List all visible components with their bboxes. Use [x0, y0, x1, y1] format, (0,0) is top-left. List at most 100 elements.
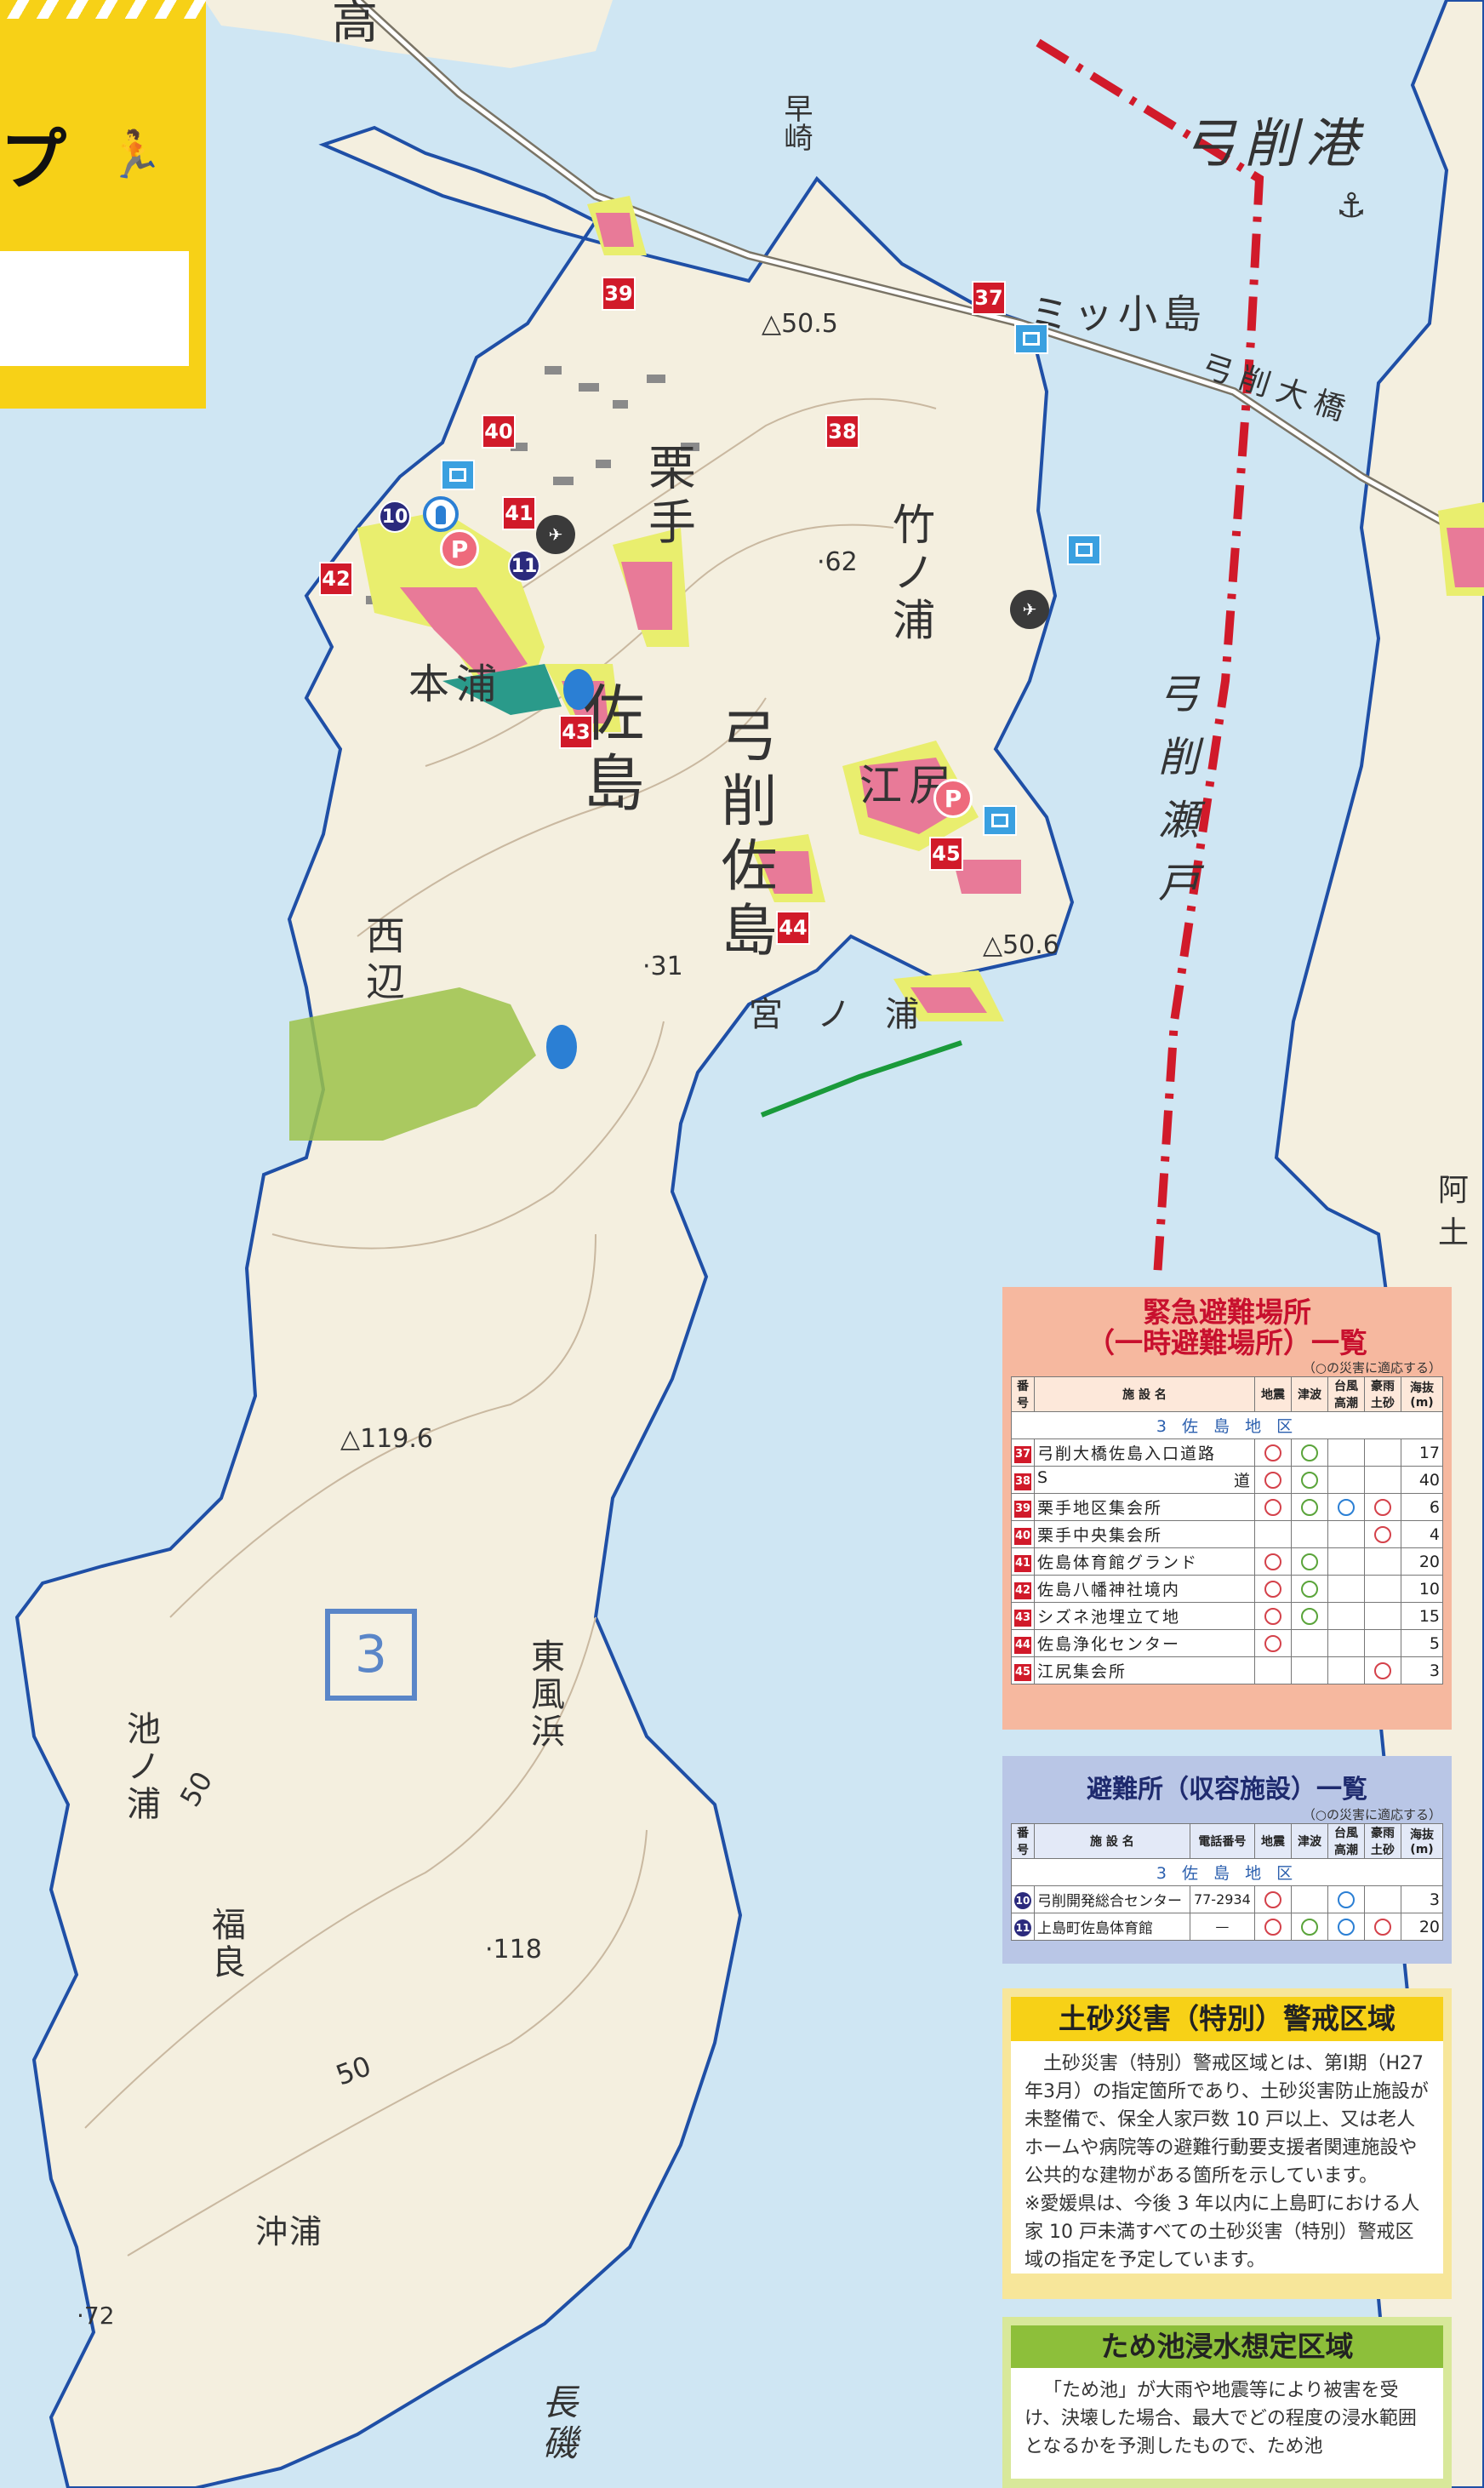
quake-cell	[1254, 1438, 1292, 1467]
phone-cell: 77-2934	[1189, 1885, 1256, 1913]
emergency-marker-41[interactable]: 41	[502, 496, 536, 530]
emergency-number-badge: 43	[1014, 1609, 1031, 1627]
emergency-list-title-line1: 緊急避難場所	[1143, 1295, 1311, 1329]
circle-mark-icon	[1301, 1608, 1318, 1625]
col-quake: 地震	[1254, 1376, 1292, 1412]
label-ikenoura: 池ノ浦	[121, 1711, 160, 1823]
circle-mark-icon	[1374, 1662, 1391, 1679]
facility-name: シズネ池埋立て地	[1034, 1602, 1255, 1630]
rain-cell	[1364, 1520, 1401, 1548]
altitude-cell: 6	[1401, 1493, 1443, 1521]
circle-mark-icon	[1301, 1499, 1318, 1516]
quake-cell	[1254, 1602, 1292, 1630]
row-number: 44	[1011, 1629, 1035, 1657]
altitude-cell: 5	[1401, 1629, 1443, 1657]
landslide-body: 土砂災害（特別）警戒区域とは、第Ⅰ期（H27 年3月）の指定箇所であり、土砂災害…	[1025, 2053, 1429, 2187]
parking-icon: P	[440, 529, 479, 569]
facility-name: 佐島浄化センター	[1034, 1629, 1255, 1657]
label-do: 土	[1438, 1215, 1469, 1250]
typhoon-cell	[1327, 1913, 1365, 1941]
label-higashifuuhama: 東風浜	[525, 1639, 564, 1751]
emergency-number-badge: 45	[1014, 1663, 1031, 1681]
elev-72: ·72	[77, 2302, 115, 2330]
circle-mark-icon	[1264, 1499, 1281, 1516]
tsunami-cell	[1291, 1602, 1328, 1630]
header-title-fragment: プ	[0, 123, 67, 199]
typhoon-cell	[1327, 1575, 1365, 1603]
quake-cell	[1254, 1466, 1292, 1494]
circle-mark-icon	[1264, 1472, 1281, 1489]
row-number: 41	[1011, 1547, 1035, 1576]
circle-mark-icon	[1264, 1608, 1281, 1625]
row-number: 40	[1011, 1520, 1035, 1548]
emergency-number-badge: 37	[1014, 1445, 1031, 1463]
emergency-number-badge: 41	[1014, 1554, 1031, 1572]
emergency-number-badge: 40	[1014, 1527, 1031, 1545]
district-row: 3 佐 島 地 区	[1011, 1858, 1443, 1886]
col-phone: 電話番号	[1189, 1823, 1256, 1859]
typhoon-cell	[1327, 1438, 1365, 1467]
altitude-cell: 40	[1401, 1466, 1443, 1494]
elev-50-6: △50.6	[983, 930, 1059, 960]
typhoon-cell	[1327, 1885, 1365, 1913]
circle-mark-icon	[1374, 1526, 1391, 1543]
facility-name: 弓削開発総合センター	[1034, 1885, 1190, 1913]
circle-mark-icon	[1264, 1919, 1281, 1936]
shelter-marker-10[interactable]: 10	[379, 500, 411, 533]
altitude-cell: 17	[1401, 1438, 1443, 1467]
circle-mark-icon	[1338, 1891, 1355, 1908]
sashima-island-land	[14, 125, 1075, 2488]
top-left-land	[204, 0, 613, 68]
typhoon-cell	[1327, 1466, 1365, 1494]
label-miyanoura: 宮ノ浦	[749, 995, 953, 1034]
elev-62: ·62	[817, 547, 858, 577]
label-sashima: 佐島	[573, 681, 644, 821]
emergency-list-title-line2: （一時避難場所）一覧	[1087, 1326, 1367, 1359]
elev-119-6: △119.6	[340, 1424, 433, 1454]
emergency-marker-37[interactable]: 37	[972, 281, 1006, 315]
label-honura: 本浦	[408, 661, 504, 708]
circle-mark-icon	[1264, 1581, 1281, 1598]
rain-cell	[1364, 1629, 1401, 1657]
running-exit-icon: 🏃	[106, 128, 164, 181]
label-yugesashima: 弓削佐島	[712, 706, 778, 965]
tsunami-cell	[1291, 1520, 1328, 1548]
row-number: 10	[1011, 1885, 1035, 1913]
ferry-route-line	[1036, 38, 1264, 1278]
emergency-marker-44[interactable]: 44	[776, 911, 810, 945]
tsunami-cell	[1291, 1885, 1328, 1913]
emergency-number-badge: 44	[1014, 1636, 1031, 1654]
quake-cell	[1254, 1520, 1292, 1548]
label-mitsukojima: ミッ小島	[1030, 291, 1207, 337]
circle-mark-icon	[1264, 1635, 1281, 1652]
rain-cell	[1364, 1438, 1401, 1467]
emergency-marker-39[interactable]: 39	[602, 277, 636, 311]
emergency-marker-40[interactable]: 40	[482, 415, 516, 449]
parking-icon: P	[933, 779, 973, 818]
col-altitude: 海抜(m)	[1401, 1376, 1443, 1412]
typhoon-cell	[1327, 1547, 1365, 1576]
emergency-marker-42[interactable]: 42	[319, 562, 353, 596]
shelter-list-note: （○の災害に適応する）	[1302, 1807, 1441, 1822]
header-corner: プ 🏃	[0, 0, 206, 409]
row-number: 11	[1011, 1913, 1035, 1941]
quake-cell	[1254, 1493, 1292, 1521]
quake-cell	[1254, 1913, 1292, 1941]
emergency-number-badge: 42	[1014, 1581, 1031, 1599]
circle-mark-icon	[1301, 1472, 1318, 1489]
district-label: 3 佐 島 地 区	[1011, 1411, 1443, 1439]
col-typhoon: 台風高潮	[1327, 1376, 1365, 1412]
emergency-marker-45[interactable]: 45	[929, 837, 963, 871]
elev-50-5: △50.5	[762, 309, 838, 339]
emergency-marker-38[interactable]: 38	[825, 415, 859, 449]
landslide-title: 土砂災害（特別）警戒区域	[1011, 1997, 1443, 2041]
typhoon-cell	[1327, 1629, 1365, 1657]
col-facility: 施 設 名	[1034, 1376, 1255, 1412]
shelter-list-title: 避難所（収容施設）一覧	[1087, 1775, 1367, 1805]
shelter-marker-11[interactable]: 11	[508, 550, 540, 582]
emergency-marker-43[interactable]: 43	[559, 715, 593, 749]
circle-mark-icon	[1374, 1919, 1391, 1936]
